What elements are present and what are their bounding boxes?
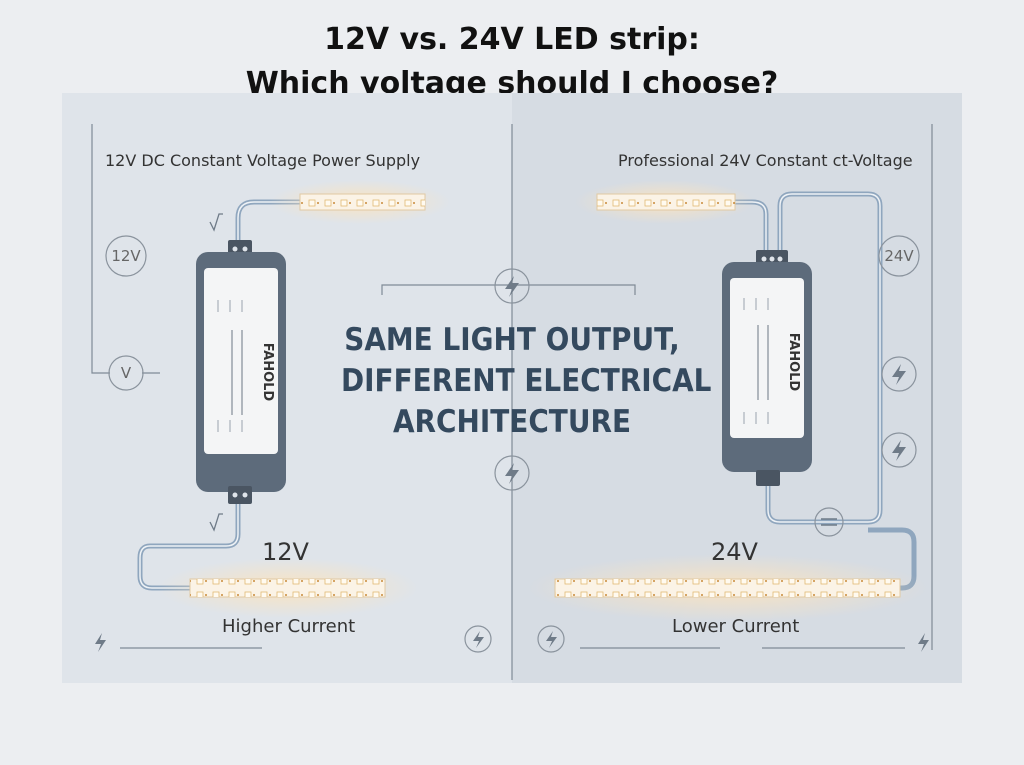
bolt-icon-center-top bbox=[505, 276, 519, 297]
led-strip-top-left bbox=[270, 180, 450, 224]
left-current-label: Higher Current bbox=[222, 616, 356, 637]
left-psu-label: 12V DC Constant Voltage Power Supply bbox=[105, 151, 421, 170]
bolt-icon-bottom-b bbox=[546, 631, 557, 648]
device-brand-right: FAHOLD bbox=[786, 333, 801, 392]
badge-24v: 24V bbox=[884, 247, 914, 265]
led-strip-bottom-right bbox=[528, 554, 928, 622]
bolt-icon-corner-right bbox=[918, 633, 929, 652]
led-strip-bottom-left bbox=[158, 558, 418, 618]
check-mark-icons bbox=[209, 213, 223, 532]
center-line-1: SAME LIGHT OUTPUT, bbox=[344, 322, 680, 358]
right-current-label: Lower Current bbox=[672, 616, 800, 637]
center-headline: SAME LIGHT OUTPUT, DIFFERENT ELECTRICAL … bbox=[341, 320, 712, 443]
bolt-icon-center-bottom bbox=[505, 463, 519, 484]
right-psu-label: Professional 24V Constant ct-Voltage bbox=[618, 151, 913, 170]
left-voltage-label: 12V bbox=[262, 538, 309, 566]
bolt-icon-right-1 bbox=[892, 364, 906, 385]
lightning-icons bbox=[95, 276, 929, 652]
bolt-icon-right-2 bbox=[892, 440, 906, 461]
bolt-icon-corner-left bbox=[95, 633, 106, 652]
badge-12v: 12V bbox=[111, 247, 141, 265]
frame-lines bbox=[91, 124, 933, 680]
circle-badges bbox=[105, 235, 920, 653]
led-strip-top-right bbox=[575, 180, 755, 224]
power-supply-12v bbox=[196, 240, 286, 504]
bolt-icon-bottom-a bbox=[473, 631, 484, 648]
center-line-3: ARCHITECTURE bbox=[392, 404, 632, 440]
center-line-2: DIFFERENT ELECTRICAL bbox=[341, 363, 712, 399]
right-voltage-label: 24V bbox=[711, 538, 758, 566]
device-brand-left: FAHOLD bbox=[260, 343, 275, 402]
power-supply-24v bbox=[722, 250, 812, 486]
badge-v: V bbox=[120, 364, 132, 382]
left-wire-highlights bbox=[139, 201, 300, 589]
ac-symbol-icon bbox=[821, 518, 837, 526]
title-line-1: 12V vs. 24V LED strip: bbox=[324, 22, 700, 57]
